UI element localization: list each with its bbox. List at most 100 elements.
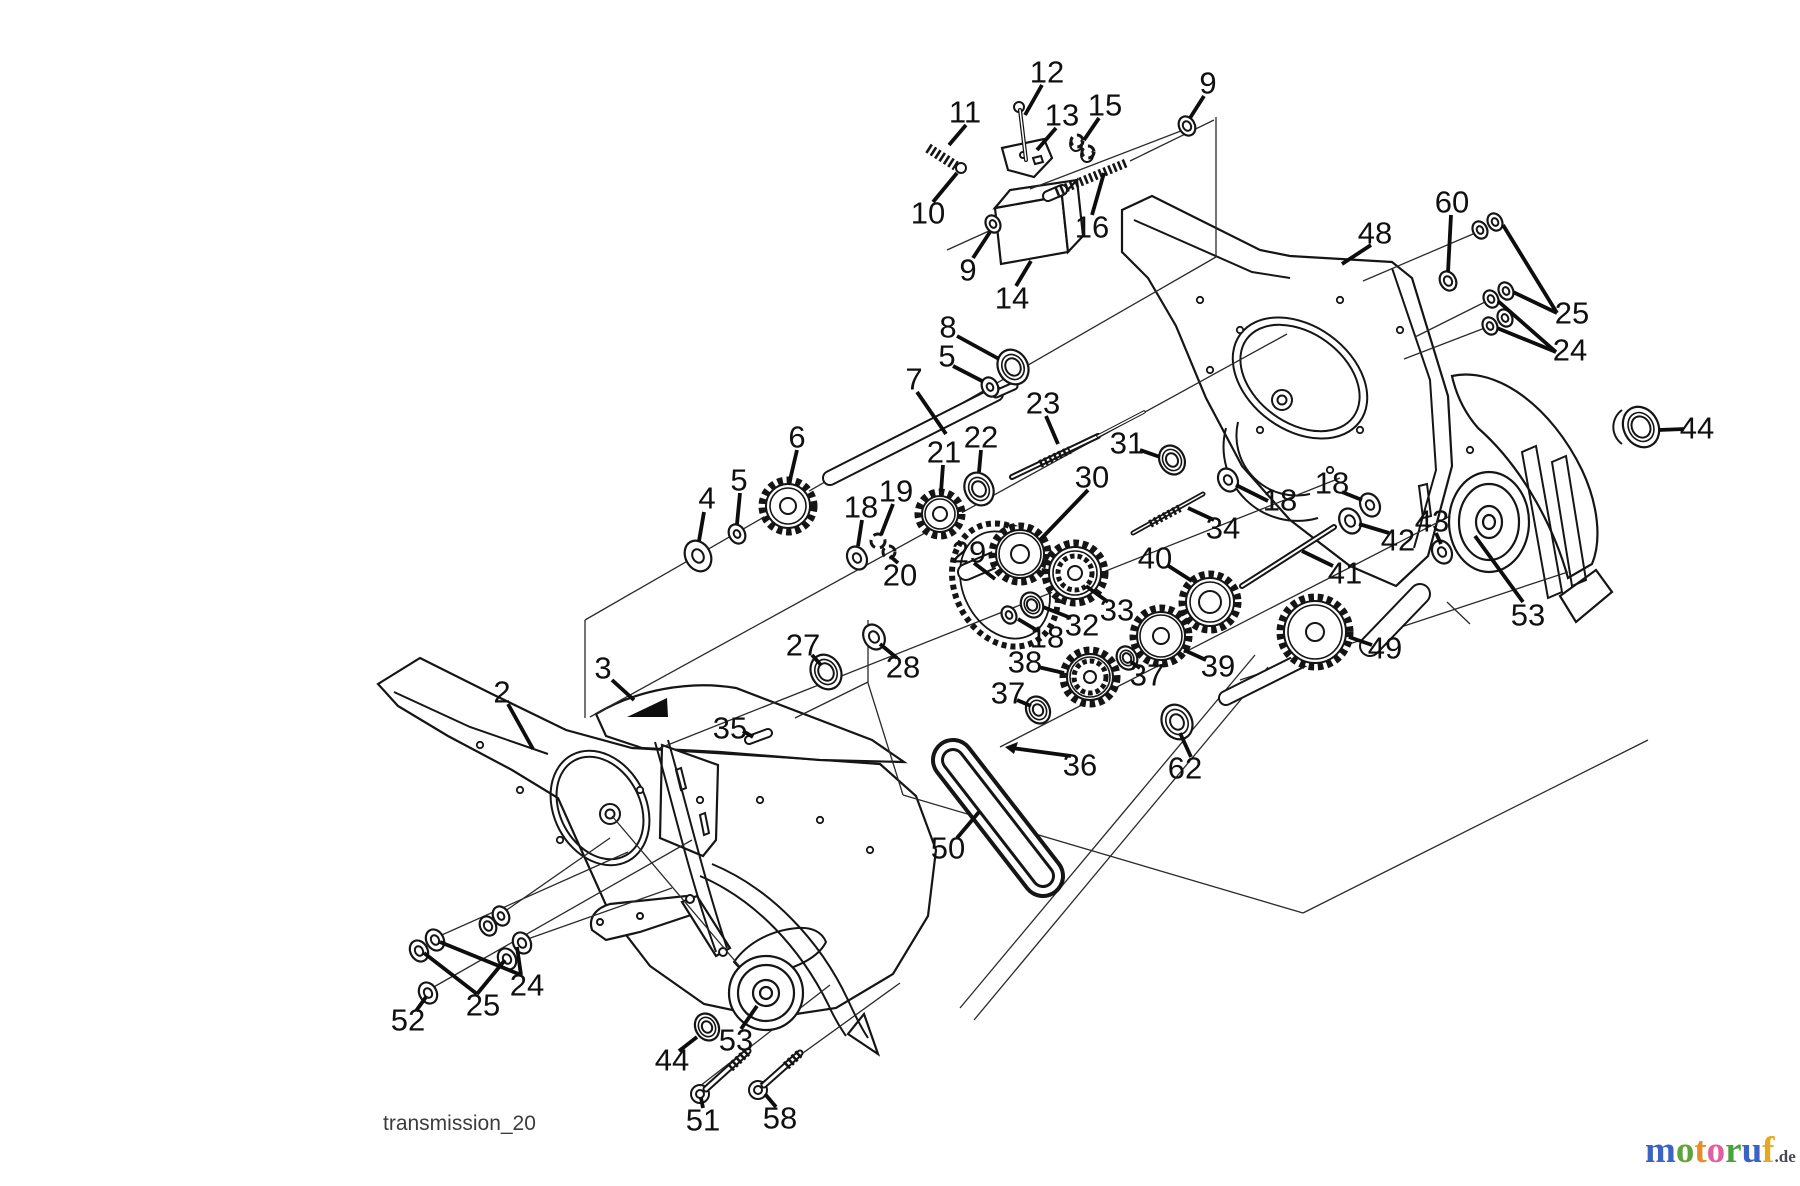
retaining-clip xyxy=(1080,144,1096,160)
leader-line xyxy=(1023,84,1044,116)
callout-5: 5 xyxy=(730,463,747,498)
leader-line xyxy=(1084,584,1110,604)
callout-24: 24 xyxy=(1553,333,1587,368)
callout-19: 19 xyxy=(879,474,913,509)
washer xyxy=(1364,499,1376,511)
housing-detail-line xyxy=(1391,267,1438,549)
leader-line xyxy=(506,703,535,750)
callout-31: 31 xyxy=(1110,426,1144,461)
leader-line xyxy=(1017,617,1039,633)
nut xyxy=(1436,546,1448,558)
housing-detail-line xyxy=(1550,454,1588,588)
alignment-line xyxy=(1446,601,1471,625)
callout-53: 53 xyxy=(719,1023,753,1058)
mounting-hole xyxy=(695,795,705,805)
side-plates xyxy=(376,101,1623,1104)
leader-line xyxy=(422,951,479,996)
callout-11: 11 xyxy=(949,95,981,130)
spring-or-thread xyxy=(1038,446,1072,468)
leader-line xyxy=(1090,172,1106,216)
shaft xyxy=(1097,411,1145,437)
callout-41: 41 xyxy=(1328,556,1362,591)
housing-detail-line xyxy=(1031,154,1045,166)
leader-line xyxy=(1301,549,1334,568)
bearing xyxy=(1004,357,1022,377)
callout-23: 23 xyxy=(1026,386,1060,421)
retaining-clip xyxy=(869,532,887,550)
callout-58: 58 xyxy=(763,1101,797,1136)
callout-32: 32 xyxy=(1065,608,1099,643)
nut xyxy=(1442,275,1454,287)
shaft xyxy=(993,383,1017,397)
callout-5: 5 xyxy=(938,339,955,374)
callout-44: 44 xyxy=(1680,411,1714,446)
alignment-line xyxy=(973,666,1269,1021)
alignment-line xyxy=(999,511,1459,748)
mounting-hole xyxy=(555,835,565,845)
diagram-caption: transmission_20 xyxy=(383,1112,536,1135)
housing-detail-line xyxy=(1520,444,1564,600)
washer xyxy=(732,529,742,539)
callout-53: 53 xyxy=(1511,598,1545,633)
shaft xyxy=(1019,109,1027,161)
leader-line xyxy=(1016,698,1032,708)
gear-bore xyxy=(932,506,948,522)
leader-line xyxy=(677,1035,699,1053)
callout-33: 33 xyxy=(1100,593,1134,628)
mounting-hole xyxy=(1195,295,1205,305)
mounting-hole xyxy=(1395,325,1405,335)
callout-9: 9 xyxy=(959,253,976,288)
housing-detail-line xyxy=(698,811,711,837)
boss-or-hole xyxy=(685,894,695,904)
mounting-hole xyxy=(1255,425,1265,435)
leader-line xyxy=(414,995,428,1013)
leader-line xyxy=(1658,427,1685,432)
mounting-hole xyxy=(755,795,765,805)
leader-line xyxy=(439,940,522,977)
motoruf-logo: motoruf.de xyxy=(1645,1130,1796,1171)
alignment-line xyxy=(1414,298,1492,338)
gear xyxy=(1052,550,1098,596)
callout-12: 12 xyxy=(1030,55,1064,90)
washer xyxy=(1485,321,1495,331)
plate-or-housing-outline xyxy=(1558,568,1614,624)
callout-7: 7 xyxy=(905,362,922,397)
callout-49: 49 xyxy=(1368,631,1402,666)
leader-line xyxy=(971,230,992,260)
housing-detail-line xyxy=(654,741,717,953)
mounting-hole xyxy=(1465,445,1475,455)
callout-4: 4 xyxy=(698,481,715,516)
callout-18: 18 xyxy=(1315,466,1349,501)
leader-line xyxy=(735,492,742,525)
callout-36: 36 xyxy=(1063,748,1097,783)
mounting-hole xyxy=(1325,465,1335,475)
spring-or-thread xyxy=(782,1049,804,1070)
callout-39: 39 xyxy=(1201,649,1235,684)
leader-line xyxy=(763,1092,778,1109)
leader-line xyxy=(931,171,959,204)
shaft xyxy=(746,730,771,743)
callout-29: 29 xyxy=(952,535,986,570)
callout-42: 42 xyxy=(1381,523,1415,558)
leader-line xyxy=(1129,660,1142,670)
left-pulley xyxy=(758,985,774,1001)
leader-line xyxy=(1038,488,1090,542)
leader-line xyxy=(1341,490,1363,502)
mounting-hole xyxy=(865,845,875,855)
leader-line xyxy=(1340,243,1373,266)
callout-50: 50 xyxy=(931,831,965,866)
shaft xyxy=(704,1049,750,1091)
leader-line xyxy=(939,464,945,493)
callout-18: 18 xyxy=(1030,620,1064,655)
housing-detail-line xyxy=(1612,409,1623,445)
gear xyxy=(769,487,807,525)
callout-21: 21 xyxy=(927,435,961,470)
callout-30: 30 xyxy=(1075,460,1109,495)
alignment-line xyxy=(521,887,673,942)
washer xyxy=(851,552,863,564)
alignment-line xyxy=(1362,230,1481,282)
spring-or-thread xyxy=(1148,504,1182,528)
leader-line xyxy=(952,364,983,383)
